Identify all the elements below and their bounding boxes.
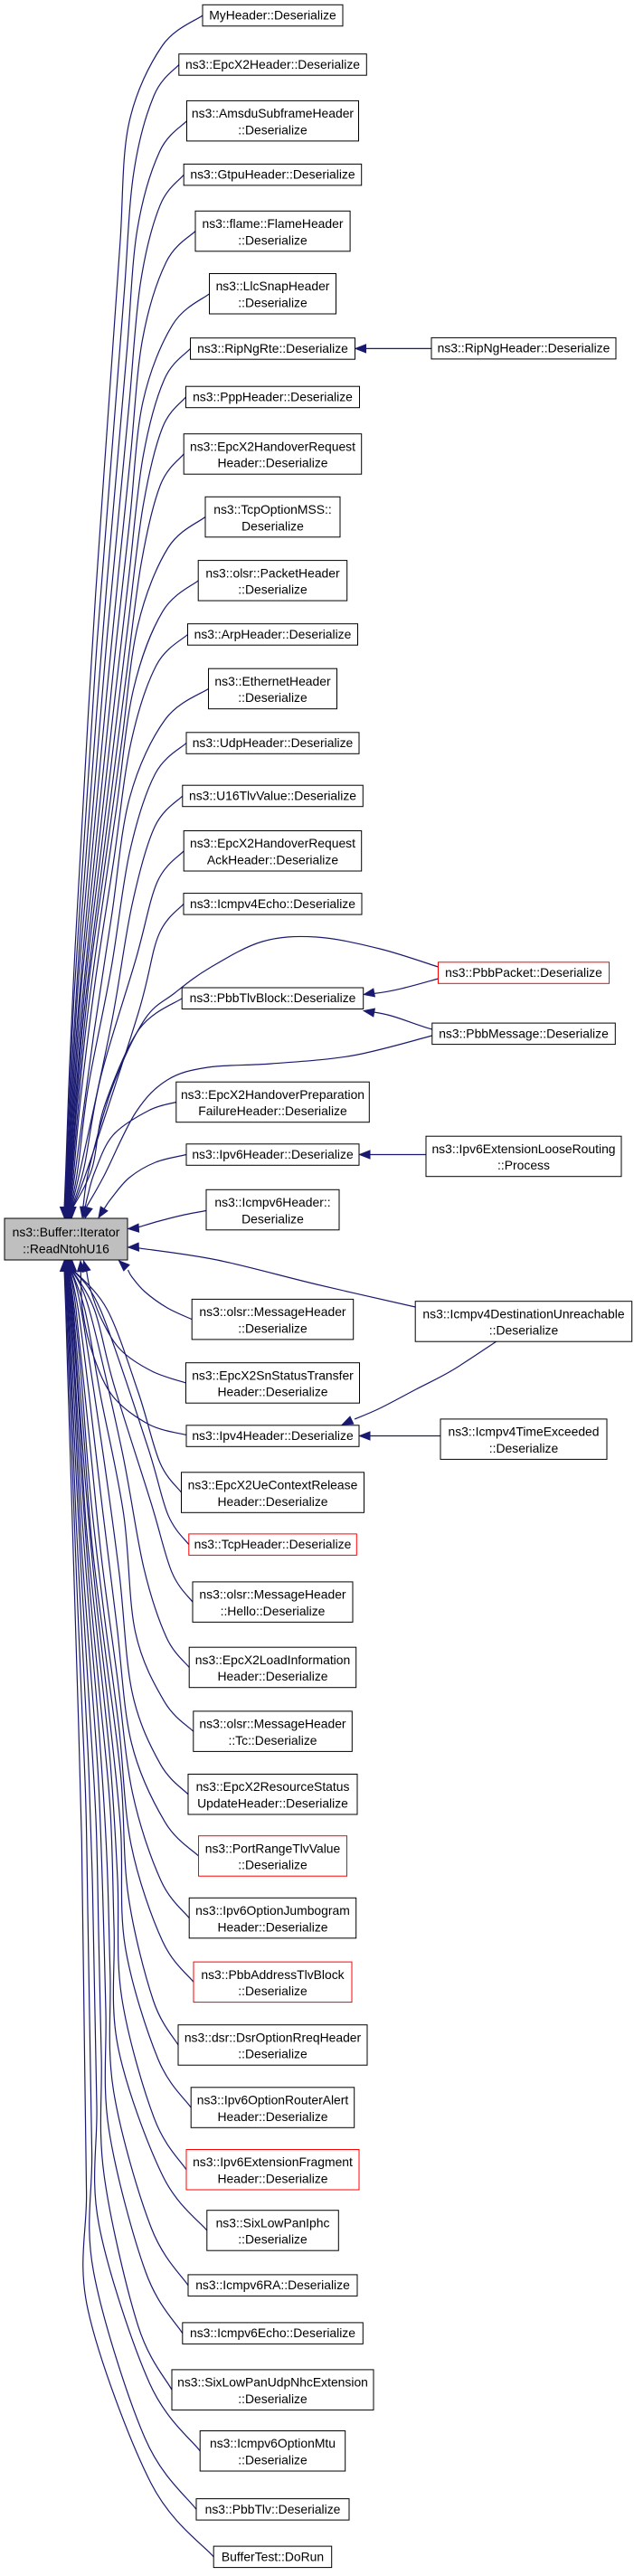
svg-text:ns3::Buffer::Iterator: ns3::Buffer::Iterator bbox=[13, 1225, 120, 1239]
svg-text:ns3::Icmpv6Echo::Deserialize: ns3::Icmpv6Echo::Deserialize bbox=[190, 2325, 355, 2340]
svg-text:ns3::EpcX2HandoverPreparation: ns3::EpcX2HandoverPreparation bbox=[181, 1087, 364, 1102]
svg-text:::Deserialize: ::Deserialize bbox=[238, 2232, 308, 2247]
svg-text:Header::Deserialize: Header::Deserialize bbox=[218, 1494, 328, 1509]
svg-text:ns3::PortRangeTlvValue: ns3::PortRangeTlvValue bbox=[205, 1841, 341, 1855]
svg-text:::Deserialize: ::Deserialize bbox=[238, 1858, 308, 1872]
svg-text:ns3::EpcX2UeContextRelease: ns3::EpcX2UeContextRelease bbox=[188, 1478, 358, 1492]
svg-text:ns3::GtpuHeader::Deserialize: ns3::GtpuHeader::Deserialize bbox=[190, 167, 355, 182]
svg-text:ns3::flame::FlameHeader: ns3::flame::FlameHeader bbox=[203, 216, 344, 231]
svg-text:::Deserialize: ::Deserialize bbox=[238, 690, 308, 705]
svg-text:Header::Deserialize: Header::Deserialize bbox=[218, 2172, 328, 2186]
svg-text:ns3::olsr::PacketHeader: ns3::olsr::PacketHeader bbox=[205, 565, 340, 580]
svg-text:ns3::UdpHeader::Deserialize: ns3::UdpHeader::Deserialize bbox=[193, 735, 354, 750]
svg-text:ns3::Icmpv6Header::: ns3::Icmpv6Header:: bbox=[214, 1195, 330, 1209]
svg-text:::Deserialize: ::Deserialize bbox=[489, 1441, 559, 1455]
svg-text:ns3::EpcX2HandoverRequest: ns3::EpcX2HandoverRequest bbox=[190, 836, 355, 850]
svg-text:ns3::SixLowPanUdpNhcExtension: ns3::SixLowPanUdpNhcExtension bbox=[177, 2375, 368, 2390]
svg-text:::Deserialize: ::Deserialize bbox=[238, 1984, 308, 1998]
svg-text:ns3::dsr::DsrOptionRreqHeader: ns3::dsr::DsrOptionRreqHeader bbox=[185, 2030, 362, 2044]
svg-text:ns3::PbbPacket::Deserialize: ns3::PbbPacket::Deserialize bbox=[445, 965, 602, 980]
svg-text:::Tc::Deserialize: ::Tc::Deserialize bbox=[228, 1733, 317, 1747]
svg-text:ns3::PbbAddressTlvBlock: ns3::PbbAddressTlvBlock bbox=[201, 1967, 344, 1982]
svg-text:::Deserialize: ::Deserialize bbox=[238, 582, 308, 597]
svg-text:ns3::Ipv6OptionJumbogram: ns3::Ipv6OptionJumbogram bbox=[195, 1903, 350, 1918]
svg-text:ns3::EpcX2HandoverRequest: ns3::EpcX2HandoverRequest bbox=[190, 439, 355, 453]
svg-text:ns3::LlcSnapHeader: ns3::LlcSnapHeader bbox=[216, 279, 330, 293]
svg-text:::Deserialize: ::Deserialize bbox=[238, 296, 308, 310]
svg-text:ns3::TcpHeader::Deserialize: ns3::TcpHeader::Deserialize bbox=[194, 1537, 352, 1551]
svg-text:FailureHeader::Deserialize: FailureHeader::Deserialize bbox=[198, 1103, 347, 1118]
svg-text:ns3::EpcX2LoadInformation: ns3::EpcX2LoadInformation bbox=[195, 1653, 350, 1667]
svg-text:ns3::PbbMessage::Deserialize: ns3::PbbMessage::Deserialize bbox=[439, 1026, 609, 1040]
svg-text:ns3::Icmpv6RA::Deserialize: ns3::Icmpv6RA::Deserialize bbox=[195, 2278, 350, 2292]
svg-text:::Deserialize: ::Deserialize bbox=[238, 2391, 308, 2406]
svg-text:ns3::Icmpv4TimeExceeded: ns3::Icmpv4TimeExceeded bbox=[448, 1425, 599, 1439]
svg-text:ns3::EpcX2SnStatusTransfer: ns3::EpcX2SnStatusTransfer bbox=[192, 1368, 354, 1382]
svg-text:ns3::Ipv6OptionRouterAlert: ns3::Ipv6OptionRouterAlert bbox=[197, 2093, 349, 2107]
svg-text:ns3::RipNgRte::Deserialize: ns3::RipNgRte::Deserialize bbox=[197, 341, 348, 355]
svg-text:ns3::olsr::MessageHeader: ns3::olsr::MessageHeader bbox=[199, 1587, 346, 1602]
svg-text:UpdateHeader::Deserialize: UpdateHeader::Deserialize bbox=[197, 1796, 348, 1811]
svg-text:Header::Deserialize: Header::Deserialize bbox=[218, 1385, 328, 1399]
svg-text:ns3::EpcX2ResourceStatus: ns3::EpcX2ResourceStatus bbox=[196, 1779, 350, 1794]
svg-text:ns3::Ipv6ExtensionFragment: ns3::Ipv6ExtensionFragment bbox=[193, 2155, 353, 2169]
svg-text:ns3::olsr::MessageHeader: ns3::olsr::MessageHeader bbox=[199, 1304, 346, 1319]
svg-text:Deserialize: Deserialize bbox=[241, 518, 304, 533]
svg-text:ns3::Icmpv4Echo::Deserialize: ns3::Icmpv4Echo::Deserialize bbox=[190, 896, 355, 911]
svg-text:ns3::Ipv6ExtensionLooseRouting: ns3::Ipv6ExtensionLooseRouting bbox=[431, 1141, 615, 1156]
svg-text:ns3::Ipv6Header::Deserialize: ns3::Ipv6Header::Deserialize bbox=[192, 1147, 354, 1161]
svg-text:Deserialize: Deserialize bbox=[241, 1211, 304, 1226]
svg-text:AckHeader::Deserialize: AckHeader::Deserialize bbox=[207, 853, 338, 867]
svg-text:ns3::Icmpv4DestinationUnreacha: ns3::Icmpv4DestinationUnreachable bbox=[422, 1306, 624, 1321]
svg-text:ns3::PppHeader::Deserialize: ns3::PppHeader::Deserialize bbox=[193, 389, 353, 403]
svg-text:::Deserialize: ::Deserialize bbox=[238, 232, 308, 247]
svg-text:::Deserialize: ::Deserialize bbox=[489, 1323, 559, 1338]
svg-text:ns3::TcpOptionMSS::: ns3::TcpOptionMSS:: bbox=[213, 502, 331, 516]
svg-text:ns3::RipNgHeader::Deserialize: ns3::RipNgHeader::Deserialize bbox=[438, 341, 610, 355]
svg-text:::Process: ::Process bbox=[497, 1158, 550, 1172]
svg-text:ns3::U16TlvValue::Deserialize: ns3::U16TlvValue::Deserialize bbox=[189, 788, 356, 802]
svg-text:ns3::EthernetHeader: ns3::EthernetHeader bbox=[214, 674, 331, 688]
svg-text:ns3::Icmpv6OptionMtu: ns3::Icmpv6OptionMtu bbox=[210, 2436, 336, 2450]
svg-text:::ReadNtohU16: ::ReadNtohU16 bbox=[23, 1241, 109, 1255]
svg-text:::Deserialize: ::Deserialize bbox=[238, 122, 308, 137]
svg-text:::Hello::Deserialize: ::Hello::Deserialize bbox=[221, 1604, 326, 1618]
svg-text:ns3::Ipv4Header::Deserialize: ns3::Ipv4Header::Deserialize bbox=[192, 1428, 354, 1443]
svg-text:Header::Deserialize: Header::Deserialize bbox=[218, 1919, 328, 1934]
svg-text:ns3::SixLowPanIphc: ns3::SixLowPanIphc bbox=[216, 2215, 330, 2230]
svg-text:Header::Deserialize: Header::Deserialize bbox=[218, 456, 328, 470]
svg-text:ns3::AmsduSubframeHeader: ns3::AmsduSubframeHeader bbox=[192, 106, 355, 120]
svg-text:::Deserialize: ::Deserialize bbox=[238, 1321, 308, 1335]
svg-text:MyHeader::Deserialize: MyHeader::Deserialize bbox=[209, 8, 336, 23]
svg-text:BufferTest::DoRun: BufferTest::DoRun bbox=[222, 2549, 324, 2563]
svg-text:Header::Deserialize: Header::Deserialize bbox=[218, 2109, 328, 2124]
svg-text:ns3::ArpHeader::Deserialize: ns3::ArpHeader::Deserialize bbox=[194, 627, 352, 641]
svg-text:ns3::olsr::MessageHeader: ns3::olsr::MessageHeader bbox=[199, 1717, 346, 1731]
svg-text:ns3::PbbTlv::Deserialize: ns3::PbbTlv::Deserialize bbox=[205, 2502, 341, 2516]
svg-text:::Deserialize: ::Deserialize bbox=[238, 2047, 308, 2061]
svg-text:Header::Deserialize: Header::Deserialize bbox=[218, 1669, 328, 1683]
svg-text:ns3::EpcX2Header::Deserialize: ns3::EpcX2Header::Deserialize bbox=[185, 57, 360, 71]
svg-text:ns3::PbbTlvBlock::Deserialize: ns3::PbbTlvBlock::Deserialize bbox=[190, 990, 356, 1005]
svg-text:::Deserialize: ::Deserialize bbox=[238, 2453, 308, 2467]
